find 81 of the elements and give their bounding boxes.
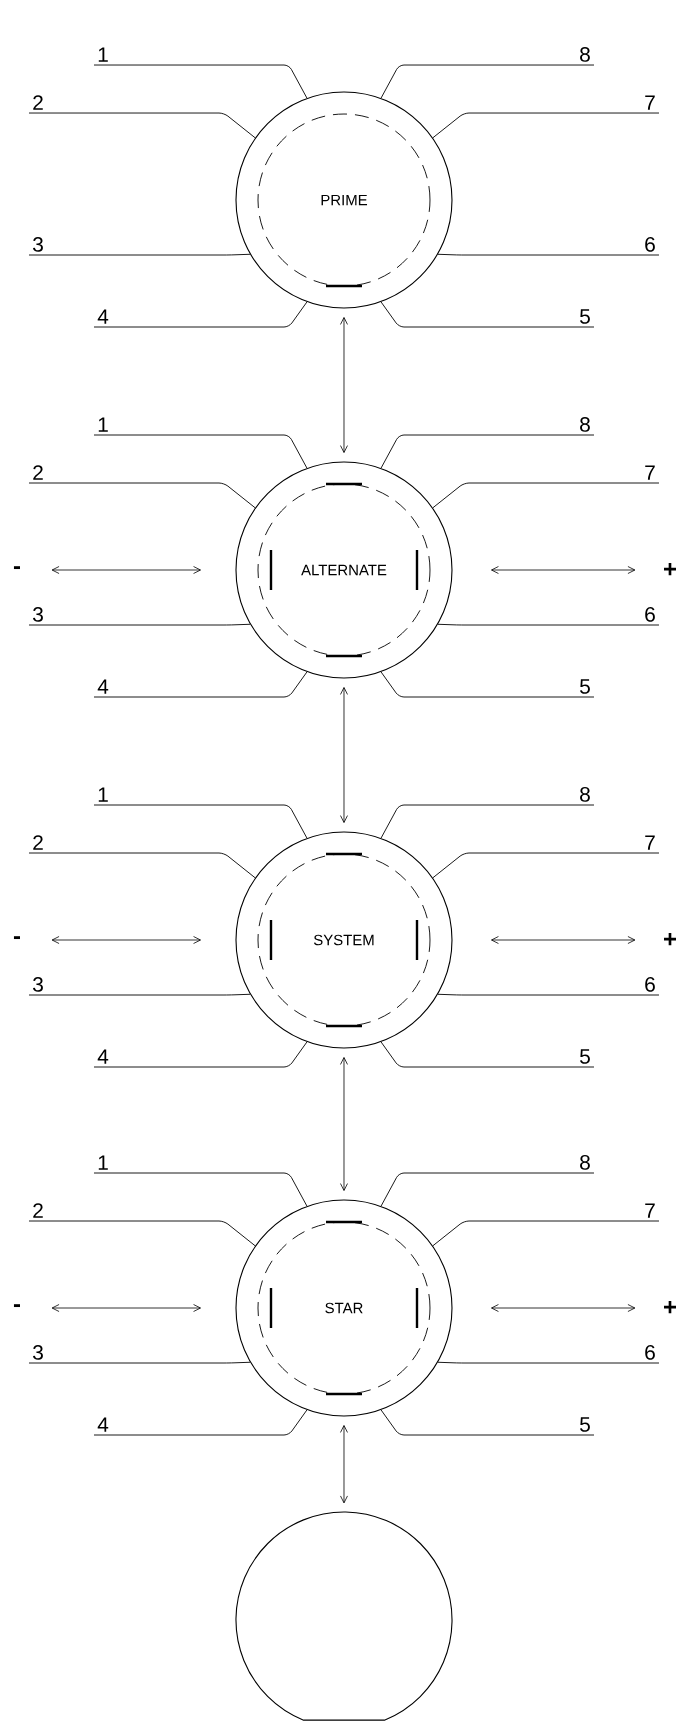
double-arrow (340, 687, 348, 823)
callout-number: 7 (645, 95, 655, 110)
leader-line (432, 112, 660, 139)
double-arrow (51, 936, 201, 944)
callout-number: 3 (33, 1345, 43, 1360)
leader-line (380, 1041, 595, 1068)
callout-number: 6 (645, 607, 655, 622)
plus-sign: + (664, 1301, 676, 1314)
leader-line (380, 434, 595, 469)
callout-number: 1 (98, 787, 108, 802)
callout-number: 7 (645, 1203, 655, 1218)
callout-number: 3 (33, 237, 43, 252)
leader-line (93, 671, 308, 698)
double-arrow (491, 1304, 636, 1312)
double-arrow (340, 1057, 348, 1191)
double-arrow (340, 317, 348, 453)
leader-line (93, 301, 308, 328)
leader-line (432, 482, 660, 509)
callout-number: 8 (580, 47, 590, 62)
callout-number: 8 (580, 787, 590, 802)
callout-number: 4 (97, 309, 109, 324)
callout-number: 5 (580, 679, 590, 694)
leader-line (28, 852, 256, 879)
leader-line (93, 1172, 308, 1207)
leader-line (437, 993, 660, 996)
leader-line (432, 1220, 660, 1247)
callout-number: 6 (645, 237, 655, 252)
callout-number: 1 (98, 417, 108, 432)
callout-number: 8 (580, 417, 590, 432)
plus-sign: + (664, 563, 676, 576)
double-arrow (51, 566, 201, 574)
double-arrow (340, 1425, 348, 1504)
minus-sign: - (13, 936, 20, 940)
leader-line (437, 623, 660, 626)
leader-line (432, 852, 660, 879)
leader-line (380, 671, 595, 698)
leader-line (28, 1361, 251, 1364)
callout-number: 7 (645, 465, 655, 480)
callout-number: 4 (97, 1417, 109, 1432)
callout-number: 8 (580, 1155, 590, 1170)
double-arrow (491, 566, 636, 574)
leader-line (380, 804, 595, 839)
minus-sign: - (13, 1304, 20, 1308)
leader-line (93, 1041, 308, 1068)
callout-number: 3 (33, 607, 43, 622)
leader-line (28, 253, 251, 256)
callout-number: 6 (645, 1345, 655, 1360)
leader-line (93, 64, 308, 99)
callout-number: 5 (580, 1417, 590, 1432)
plus-sign: + (664, 933, 676, 946)
leader-line (380, 301, 595, 328)
leader-line (28, 623, 251, 626)
double-arrow (491, 936, 636, 944)
double-arrow (51, 1304, 201, 1312)
callout-number: 4 (97, 1049, 109, 1064)
leader-line (28, 482, 256, 509)
callout-number: 2 (33, 95, 43, 110)
callout-number: 3 (33, 977, 43, 992)
callout-number: 6 (645, 977, 655, 992)
leader-line (28, 112, 256, 139)
leader-line (93, 1409, 308, 1436)
callout-number: 5 (580, 309, 590, 324)
minus-sign: - (13, 566, 20, 570)
leader-line (437, 253, 660, 256)
callout-number: 2 (33, 1203, 43, 1218)
callout-number: 1 (98, 47, 108, 62)
leader-line (93, 804, 308, 839)
leader-line (380, 1172, 595, 1207)
leader-line (380, 64, 595, 99)
leader-line (437, 1361, 660, 1364)
callout-number: 7 (645, 835, 655, 850)
leader-line (93, 434, 308, 469)
callout-number: 5 (580, 1049, 590, 1064)
callout-number: 4 (97, 679, 109, 694)
leader-line (28, 993, 251, 996)
leader-line (380, 1409, 595, 1436)
callout-number: 2 (33, 835, 43, 850)
callout-number: 1 (98, 1155, 108, 1170)
callout-number: 2 (33, 465, 43, 480)
dome-shape (235, 1511, 453, 1721)
leader-line (28, 1220, 256, 1247)
